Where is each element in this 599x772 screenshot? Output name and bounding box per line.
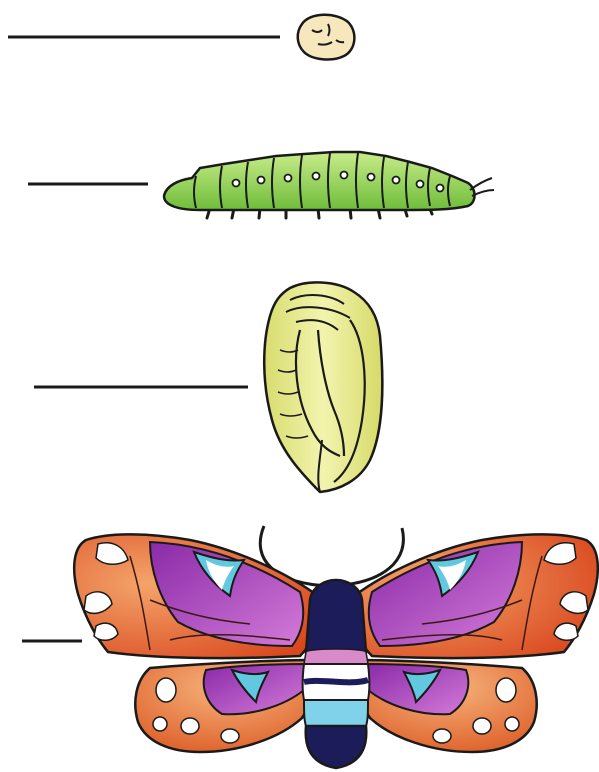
- stage-adult: [22, 526, 598, 768]
- egg-icon: [298, 15, 355, 60]
- moth-icon: [74, 526, 598, 768]
- pupa-icon: [264, 282, 382, 492]
- stage-pupa: [34, 282, 382, 492]
- moth-body: [303, 580, 370, 768]
- stage-egg: [8, 15, 354, 60]
- stage-larva: [28, 152, 494, 218]
- caterpillar-icon: [164, 152, 494, 218]
